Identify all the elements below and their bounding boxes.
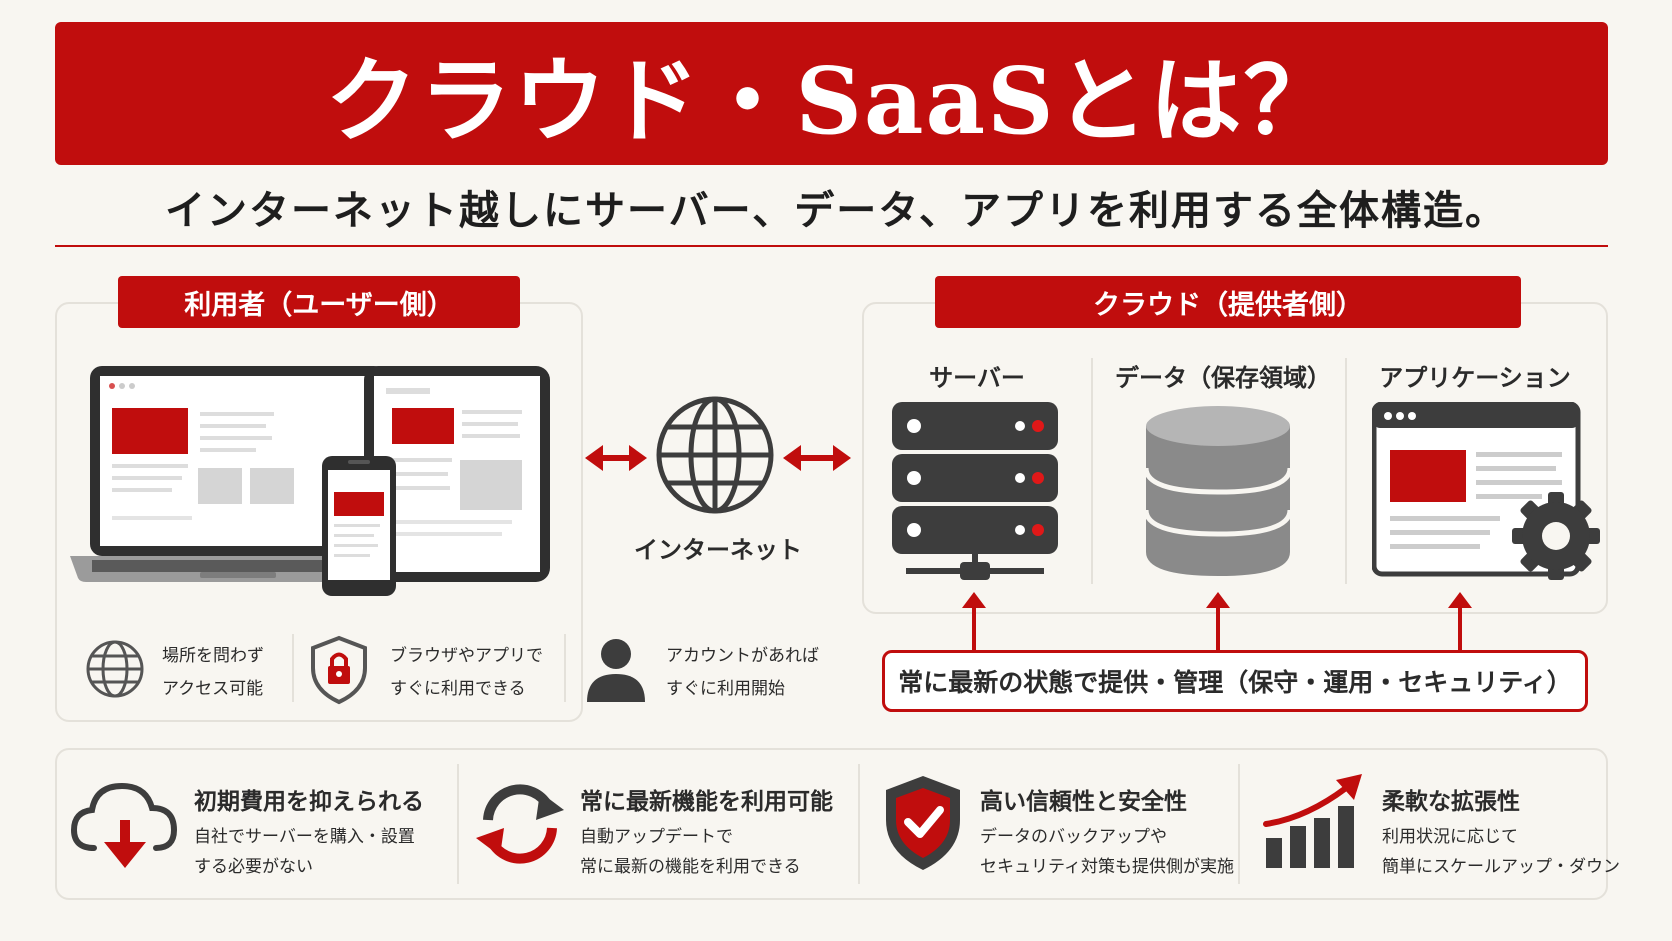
arrow-right-icon bbox=[783, 445, 851, 471]
benefit-description: 自動アップデートで 常に最新の機能を利用できる bbox=[580, 822, 833, 882]
shield-check-icon bbox=[886, 776, 960, 870]
growth-chart-icon bbox=[1263, 774, 1362, 868]
globe-icon bbox=[656, 396, 774, 514]
divider bbox=[1345, 358, 1347, 584]
benefit-title: 初期費用を抑えられる bbox=[194, 789, 424, 815]
benefit-line: 自社でサーバーを購入・設置 bbox=[194, 827, 415, 847]
benefit-reliability: 高い信頼性と安全性 データのバックアップや セキュリティ対策も提供側が実施 bbox=[980, 782, 1234, 882]
divider bbox=[564, 634, 566, 702]
feature-account-start: アカウントがあれば すぐに利用開始 bbox=[666, 640, 819, 706]
benefit-title: 高い信頼性と安全性 bbox=[980, 789, 1187, 815]
application-label: アプリケーション bbox=[1379, 364, 1571, 392]
divider bbox=[1238, 764, 1240, 884]
divider bbox=[1091, 358, 1093, 584]
benefit-description: 利用状況に応じて 簡単にスケールアップ・ダウン bbox=[1382, 822, 1620, 882]
cloud-side-label: クラウド（提供者側） bbox=[935, 276, 1521, 328]
server-icon bbox=[892, 402, 1058, 580]
benefit-title: 常に最新機能を利用可能 bbox=[580, 789, 833, 815]
benefit-latest-features: 常に最新機能を利用可能 自動アップデートで 常に最新の機能を利用できる bbox=[580, 782, 833, 882]
smartphone-icon bbox=[322, 456, 396, 596]
internet-connection bbox=[585, 396, 851, 514]
feature-line: すぐに利用できる bbox=[390, 679, 526, 699]
divider bbox=[292, 634, 294, 702]
refresh-icon bbox=[476, 784, 564, 864]
tablet-icon bbox=[364, 366, 550, 582]
feature-instant-use: ブラウザやアプリで すぐに利用できる bbox=[390, 640, 543, 706]
benefit-line: データのバックアップや bbox=[980, 827, 1167, 847]
app-window-icon bbox=[1372, 402, 1600, 580]
benefit-line: 常に最新の機能を利用できる bbox=[580, 857, 801, 877]
benefit-description: データのバックアップや セキュリティ対策も提供側が実施 bbox=[980, 822, 1234, 882]
feature-access-anywhere: 場所を問わず アクセス可能 bbox=[162, 640, 264, 706]
benefit-line: セキュリティ対策も提供側が実施 bbox=[980, 857, 1234, 877]
user-features-row bbox=[62, 628, 582, 710]
arrow-up-icon bbox=[1448, 592, 1472, 650]
benefit-line: 自動アップデートで bbox=[580, 827, 733, 847]
page-subtitle: インターネット越しにサーバー、データ、アプリを利用する全体構造。 bbox=[165, 188, 1507, 234]
title-divider bbox=[55, 245, 1608, 247]
divider bbox=[457, 764, 459, 884]
arrow-up-icon bbox=[1206, 592, 1230, 650]
globe-icon bbox=[86, 640, 144, 698]
shield-lock-icon bbox=[311, 635, 367, 705]
feature-line: 場所を問わず bbox=[162, 646, 264, 666]
management-note: 常に最新の状態で提供・管理（保守・運用・セキュリティ） bbox=[882, 650, 1588, 712]
internet-label: インターネット bbox=[634, 536, 802, 564]
benefit-title: 柔軟な拡張性 bbox=[1382, 789, 1520, 815]
person-icon bbox=[587, 639, 645, 702]
database-icon bbox=[1143, 406, 1293, 576]
benefit-scalability: 柔軟な拡張性 利用状況に応じて 簡単にスケールアップ・ダウン bbox=[1382, 782, 1620, 882]
benefit-description: 自社でサーバーを購入・設置 する必要がない bbox=[194, 822, 424, 882]
feature-line: アカウントがあれば bbox=[666, 646, 819, 666]
title-banner: クラウド・SaaSとは？ bbox=[55, 22, 1608, 165]
feature-line: アクセス可能 bbox=[162, 679, 264, 699]
user-side-label: 利用者（ユーザー側） bbox=[118, 276, 520, 328]
data-label: データ（保存領域） bbox=[1115, 364, 1331, 392]
benefit-line: 簡単にスケールアップ・ダウン bbox=[1382, 857, 1620, 877]
arrow-left-icon bbox=[585, 445, 647, 471]
user-devices-illustration bbox=[70, 366, 550, 596]
cloud-download-icon bbox=[70, 782, 178, 868]
page-title: クラウド・SaaSとは？ bbox=[325, 47, 1338, 155]
arrow-up-icon bbox=[962, 592, 986, 650]
benefit-line: 利用状況に応じて bbox=[1382, 827, 1518, 847]
divider bbox=[858, 764, 860, 884]
server-label: サーバー bbox=[929, 364, 1025, 392]
benefit-low-cost: 初期費用を抑えられる 自社でサーバーを購入・設置 する必要がない bbox=[194, 782, 424, 882]
feature-line: すぐに利用開始 bbox=[666, 679, 785, 699]
benefit-line: する必要がない bbox=[194, 857, 313, 877]
gear-icon bbox=[1512, 492, 1600, 580]
feature-line: ブラウザやアプリで bbox=[390, 646, 543, 666]
